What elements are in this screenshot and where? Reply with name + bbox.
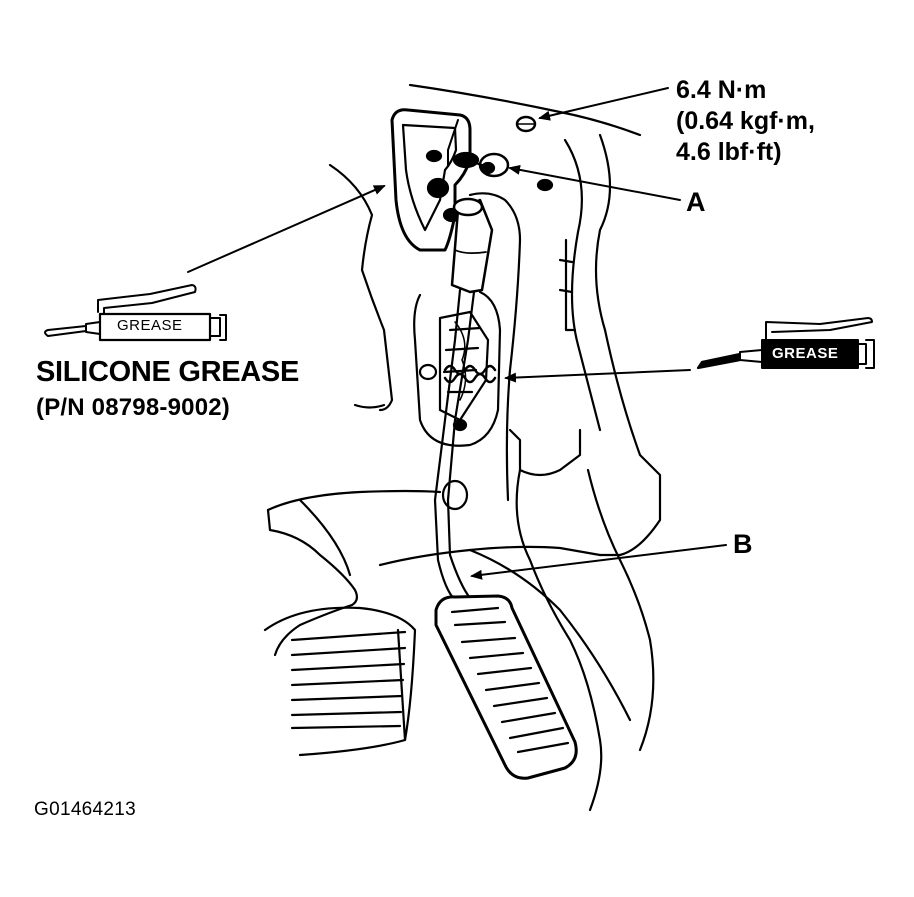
right-grease-leader bbox=[504, 369, 691, 383]
right-grease-tube-label: GREASE bbox=[772, 345, 839, 362]
callout-a-label: A bbox=[686, 187, 706, 217]
pedal-arm bbox=[433, 192, 522, 602]
grease-tube-icon bbox=[696, 317, 875, 370]
torque-leader bbox=[538, 87, 669, 121]
torque-spec-kgfm: (0.64 kgf·m, bbox=[676, 107, 815, 135]
torque-spec-nm: 6.4 N·m bbox=[676, 76, 767, 104]
left-grease-leader bbox=[187, 185, 386, 273]
mounting-nut bbox=[515, 115, 537, 133]
callout-b-leader bbox=[470, 544, 727, 580]
torque-spec-lbfft: 4.6 lbf·ft) bbox=[676, 138, 782, 166]
grease-name-label: SILICONE GREASE bbox=[36, 356, 299, 388]
leader-lines bbox=[187, 87, 727, 580]
cable-spring-assembly bbox=[413, 290, 502, 511]
bracket-holes bbox=[425, 149, 480, 223]
floor-mat-grille bbox=[263, 606, 417, 757]
floor-outline bbox=[266, 489, 632, 722]
left-grease-tube-label: GREASE bbox=[117, 317, 183, 334]
callout-a-leader bbox=[508, 164, 681, 201]
grease-tube-icon bbox=[44, 284, 227, 342]
callout-b-label: B bbox=[733, 529, 753, 559]
pedal-pad bbox=[434, 594, 578, 780]
grease-part-number-label: (P/N 08798-9002) bbox=[36, 394, 230, 421]
torque-spec: 6.4 N·m (0.64 kgf·m, 4.6 lbf·ft) bbox=[676, 75, 815, 168]
figure-id-label: G01464213 bbox=[34, 799, 137, 820]
pivot-pin-a bbox=[464, 152, 554, 192]
